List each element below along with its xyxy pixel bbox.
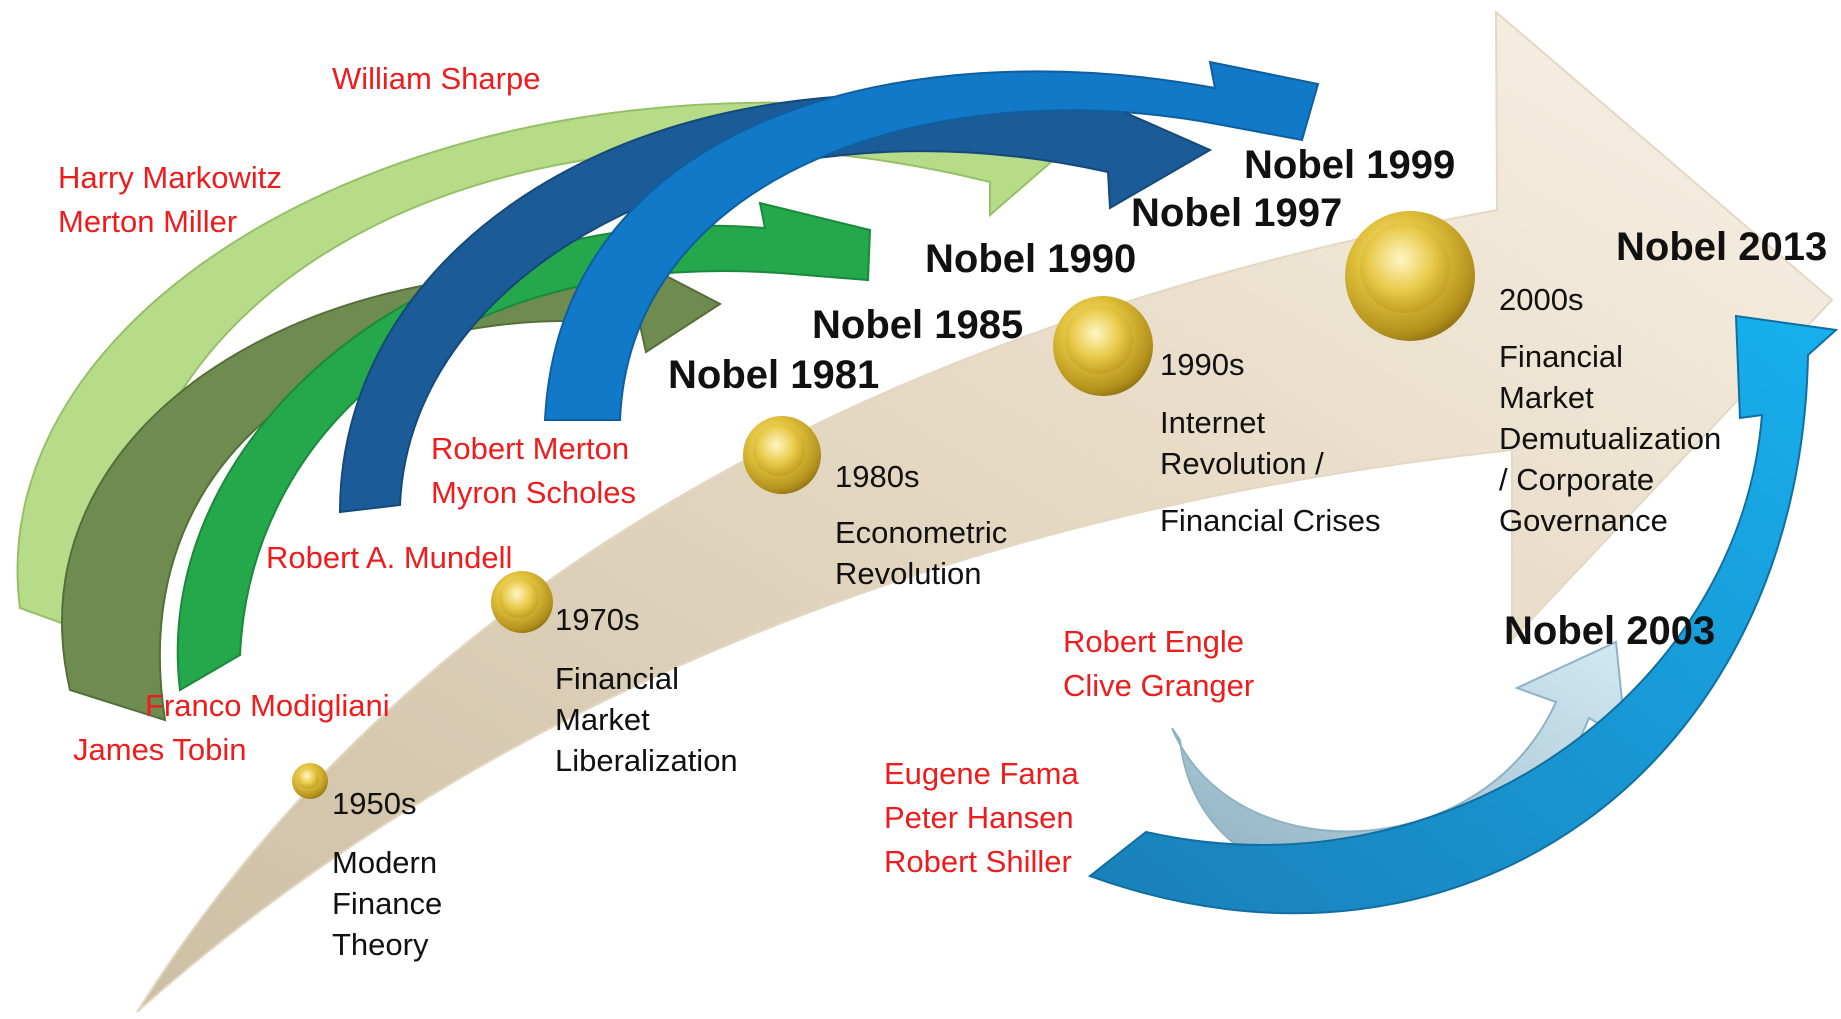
decade-label-1990s: 1990s [1160,347,1245,382]
decade-label-1980s: 1980s [835,459,920,494]
theme-line: Demutualization [1499,421,1722,456]
theme-line: Governance [1499,503,1668,538]
arrow-nobel-1990 [16,88,1060,648]
arrow-nobel-1985 [61,250,722,722]
theme-line: / Corporate [1499,462,1655,497]
coin-1980s [743,416,821,494]
theme-line: Revolution [835,556,982,591]
theme-2000s: Financial Market Demutualization / Corpo… [1499,336,1721,541]
laureate-miller: Merton Miller [58,204,238,239]
laureate-engle: Robert Engle [1063,624,1244,659]
theme-line: Finance [332,886,443,921]
laureate-granger: Clive Granger [1063,668,1255,703]
nobel-2003-label: Nobel 2003 [1504,609,1716,653]
arrow-nobel-1990-miller [543,60,1320,421]
arrow-nobel-2013 [1087,314,1839,915]
theme-line: Liberalization [555,743,738,778]
laureate-scholes: Myron Scholes [431,475,637,510]
nobel-1997-label: Nobel 1997 [1131,191,1343,235]
decade-label-2000s: 2000s [1499,282,1584,317]
coin-1970s [491,571,553,633]
coin-2000s [1345,211,1475,341]
theme-line: Financial Crises [1160,503,1381,538]
theme-line: Market [1499,380,1594,415]
laureate-mundell: Robert A. Mundell [266,540,513,575]
laureate-tobin: James Tobin [73,732,247,767]
theme-1990s: Internet Revolution / Financial Crises [1160,402,1381,541]
theme-line: Revolution / [1160,446,1324,481]
theme-1980s: Econometric Revolution [835,512,1007,594]
theme-line: Market [555,702,650,737]
nobel-1999-label: Nobel 1999 [1244,143,1456,187]
arrow-nobel-1981 [176,201,872,692]
nobel-1985-label: Nobel 1985 [812,303,1024,347]
laureate-hansen: Peter Hansen [884,800,1074,835]
theme-1970s: Financial Market Liberalization [555,658,738,781]
laureate-merton: Robert Merton [431,431,630,466]
laureate-markowitz: Harry Markowitz [58,160,282,195]
coin-1990s [1053,296,1153,396]
decade-label-1970s: 1970s [555,602,640,637]
theme-1950s: Modern Finance Theory [332,842,442,965]
nobel-1990-label: Nobel 1990 [925,237,1137,281]
theme-line: Financial [555,661,680,696]
theme-line: Theory [332,927,429,962]
theme-line: Internet [1160,405,1266,440]
laureate-sharpe: William Sharpe [332,61,541,96]
arrow-nobel-1997 [338,82,1213,514]
laureate-shiller: Robert Shiller [884,844,1072,879]
nobel-2013-label: Nobel 2013 [1616,225,1828,269]
laureate-modigliani: Franco Modigliani [145,688,390,723]
nobel-1981-label: Nobel 1981 [668,353,880,397]
theme-line: Modern [332,845,438,880]
laureate-fama: Eugene Fama [884,756,1079,791]
theme-line: Econometric [835,515,1008,550]
theme-line: Financial [1499,339,1624,374]
decade-label-1950s: 1950s [332,786,417,821]
coin-1950s [292,763,328,799]
